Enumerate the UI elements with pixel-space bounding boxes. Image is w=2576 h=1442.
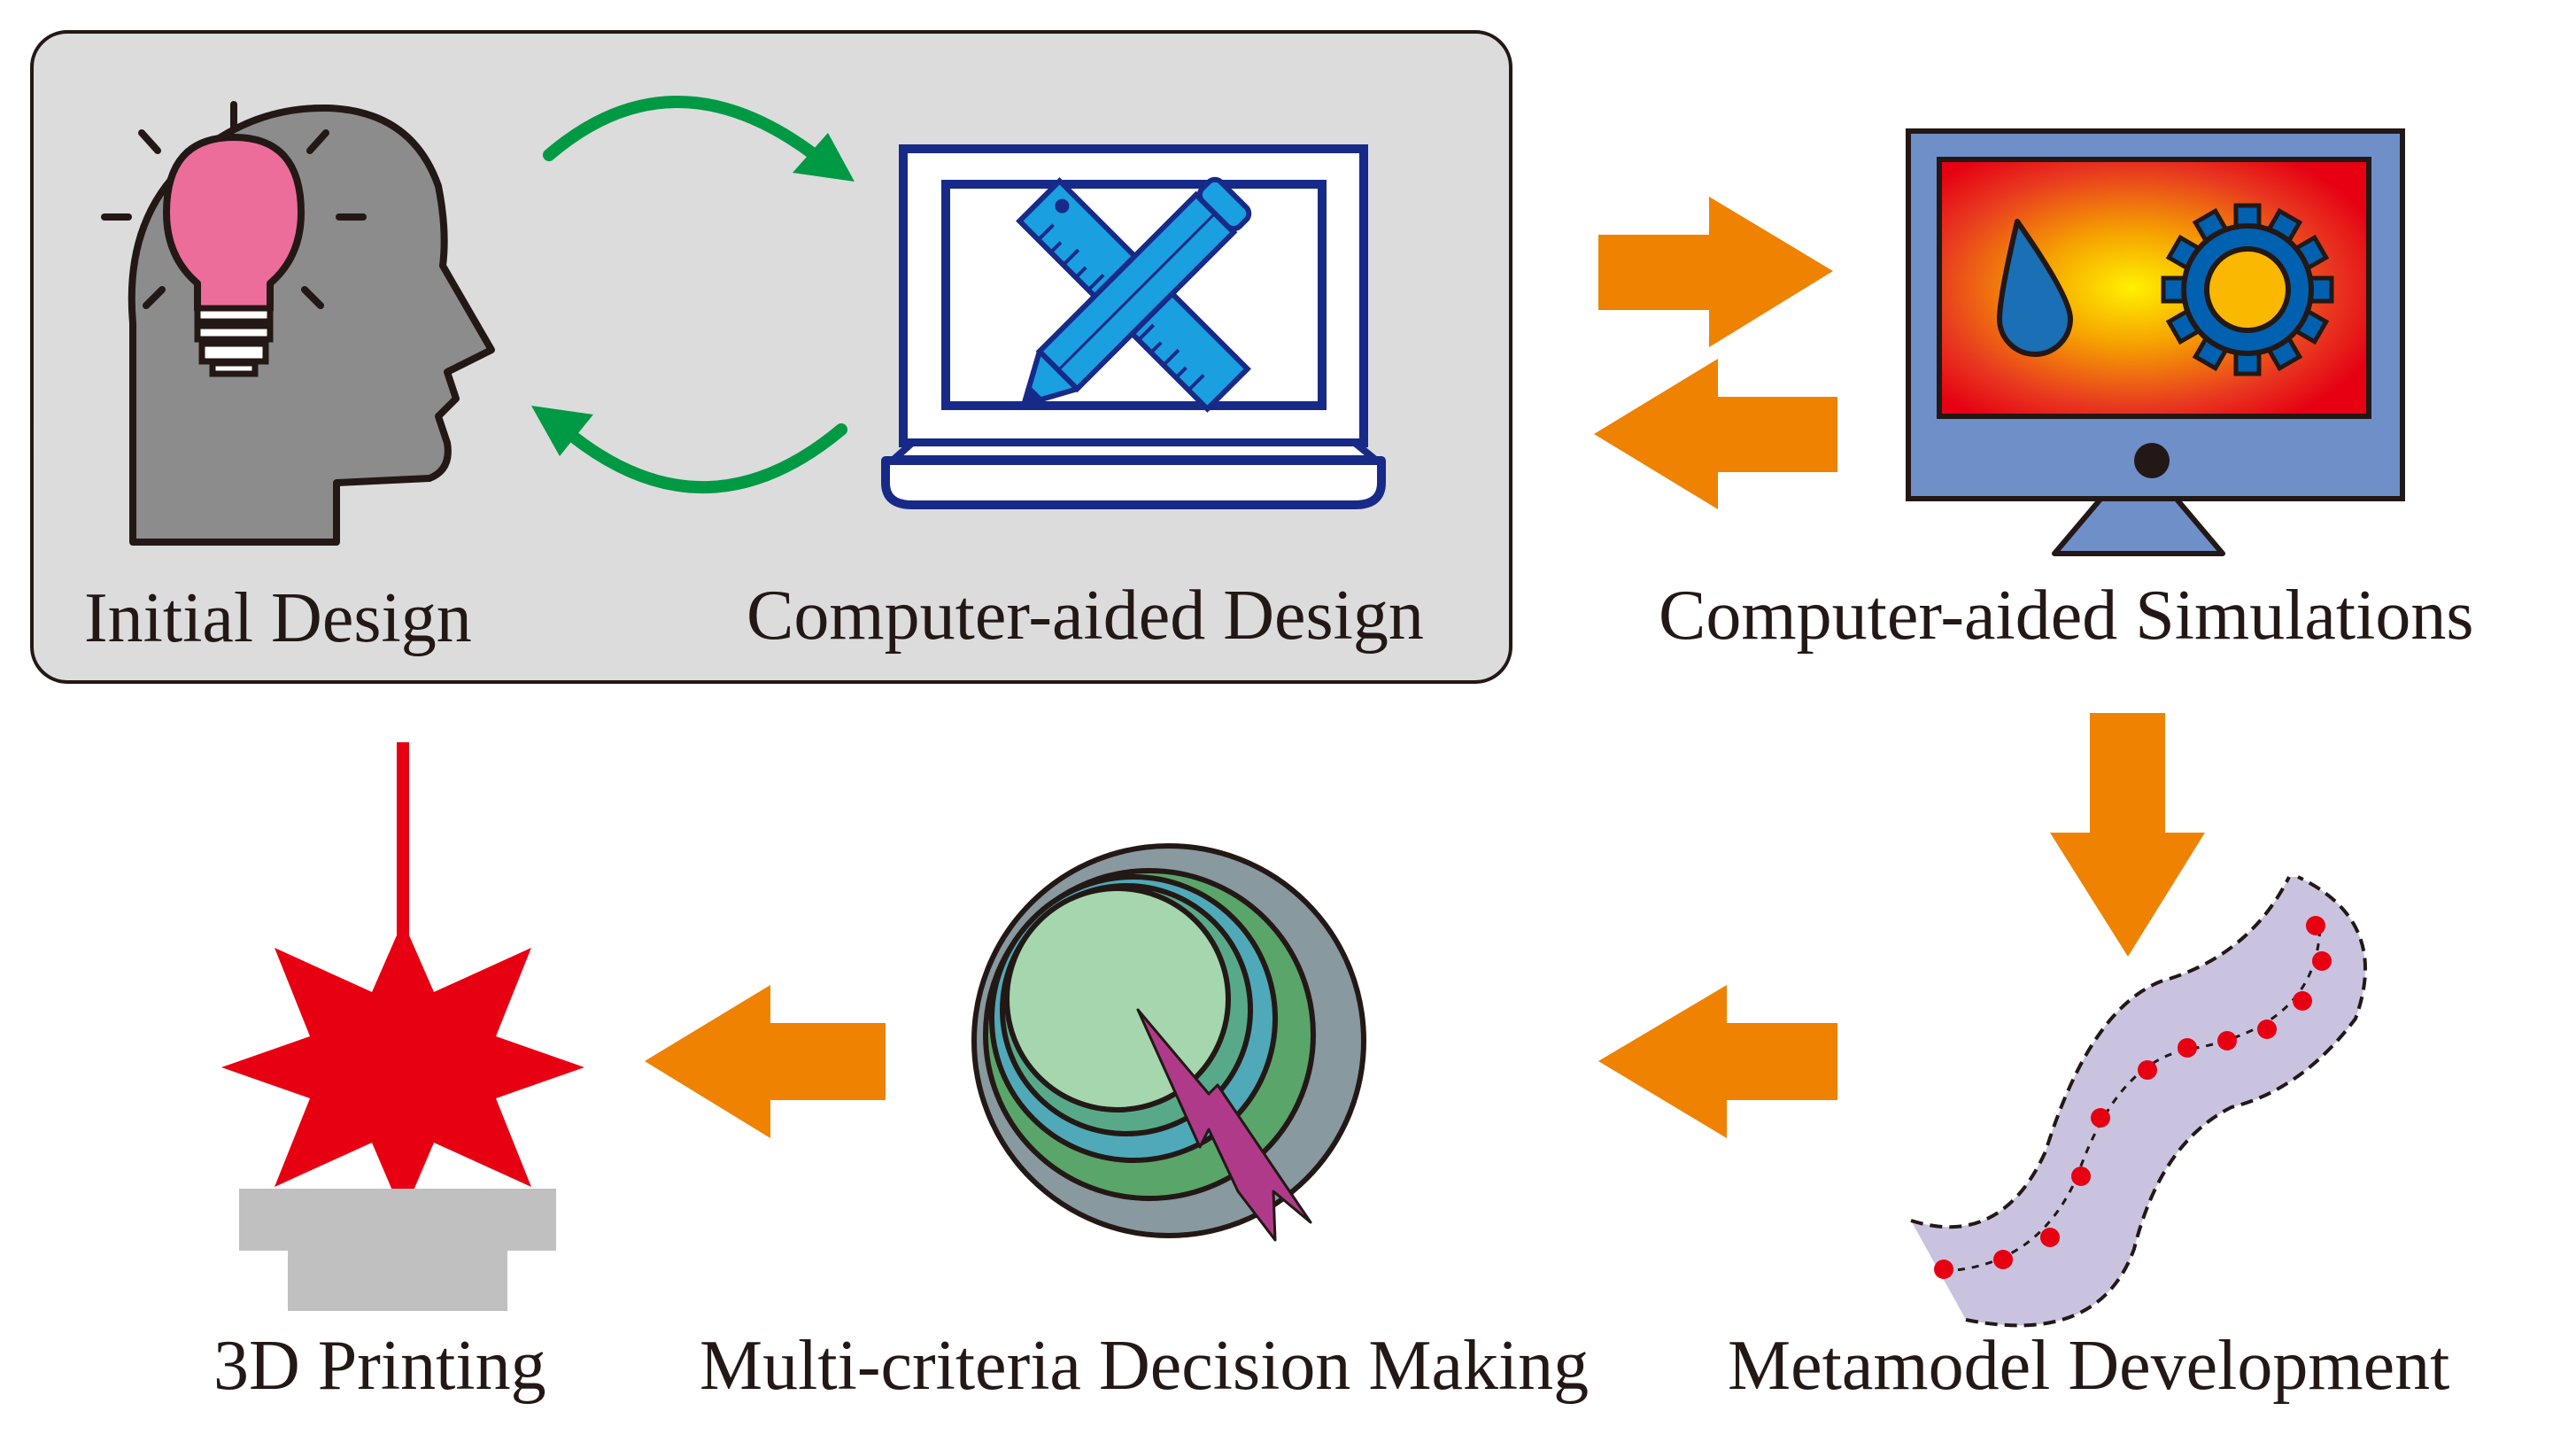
arrow-simulation-to-metamodel [2050, 713, 2205, 957]
head-lightbulb-icon [101, 101, 495, 546]
label-computer-aided-simulations: Computer-aided Simulations [1659, 577, 2474, 655]
target-decision-icon [971, 843, 1366, 1242]
monitor-simulation-icon [1906, 128, 2405, 556]
arrow-cad-to-simulation [1598, 197, 1833, 347]
laptop-cad-icon [881, 144, 1386, 509]
label-3d-printing: 3D Printing [213, 1327, 546, 1405]
printer-laser-icon [221, 742, 584, 1311]
label-multi-criteria-decision-making: Multi-criteria Decision Making [700, 1327, 1590, 1405]
arrow-mcdm-to-printing [645, 985, 886, 1138]
arrow-metamodel-to-mcdm [1598, 985, 1837, 1138]
label-initial-design: Initial Design [84, 579, 472, 657]
label-metamodel-development: Metamodel Development [1728, 1327, 2450, 1405]
metamodel-band-icon [1910, 875, 2368, 1328]
loop-arrow-to-cad [543, 96, 855, 182]
label-computer-aided-design: Computer-aided Design [746, 577, 1424, 655]
arrow-simulation-to-cad [1594, 359, 1837, 509]
loop-arrow-to-initial [531, 406, 847, 494]
